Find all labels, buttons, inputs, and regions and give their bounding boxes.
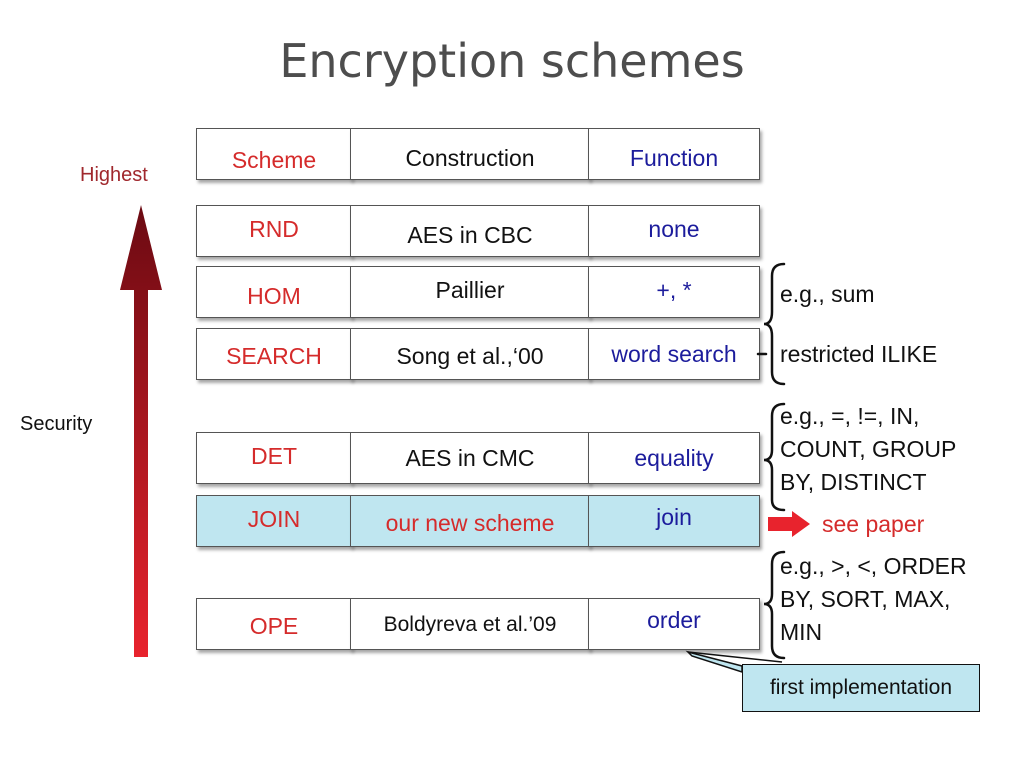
highest-label: Highest	[80, 164, 148, 186]
header-scheme: Scheme	[196, 128, 352, 180]
scheme-function: none	[588, 205, 760, 257]
slide-title: Encryption schemes	[279, 34, 745, 88]
scheme-name: JOIN	[196, 495, 352, 547]
scheme-name: RND	[196, 205, 352, 257]
note-ope: e.g., >, <, ORDER BY, SORT, MAX, MIN	[780, 553, 967, 645]
brace-ope	[763, 550, 786, 660]
scheme-function: +, *	[588, 266, 760, 318]
scheme-row-hom: HOM Paillier +, *	[196, 266, 760, 318]
scheme-construction: Paillier	[350, 266, 590, 318]
header-function: Function	[588, 128, 760, 180]
scheme-function: join	[588, 495, 760, 547]
scheme-construction: AES in CBC	[350, 205, 590, 257]
first-implementation-callout: first implementation	[742, 664, 980, 712]
scheme-function: equality	[588, 432, 760, 484]
header-row: Scheme Construction Function	[196, 128, 760, 180]
scheme-row-rnd: RND AES in CBC none	[196, 205, 760, 257]
security-label: Security	[20, 413, 93, 435]
scheme-row-search: SEARCH Song et al.,‘00 word search	[196, 328, 760, 380]
note-join: see paper	[822, 511, 925, 537]
scheme-name: HOM	[196, 266, 352, 318]
note-hom: e.g., sum	[780, 281, 875, 307]
note-det: e.g., =, !=, IN, COUNT, GROUP BY, DISTIN…	[780, 403, 957, 495]
scheme-name: SEARCH	[196, 328, 352, 380]
scheme-row-det: DET AES in CMC equality	[196, 432, 760, 484]
scheme-function: order	[588, 598, 760, 650]
scheme-row-ope: OPE Boldyreva et al.’09 order	[196, 598, 760, 650]
scheme-function: word search	[588, 328, 760, 380]
brace-det	[763, 402, 786, 512]
scheme-name: DET	[196, 432, 352, 484]
note-search: restricted ILIKE	[780, 341, 938, 367]
scheme-row-join: JOIN our new scheme join	[196, 495, 760, 547]
scheme-construction: our new scheme	[350, 495, 590, 547]
brace-hom-search	[763, 262, 786, 386]
scheme-construction: Boldyreva et al.’09	[350, 598, 590, 650]
scheme-construction: AES in CMC	[350, 432, 590, 484]
see-paper-arrow	[768, 511, 810, 537]
